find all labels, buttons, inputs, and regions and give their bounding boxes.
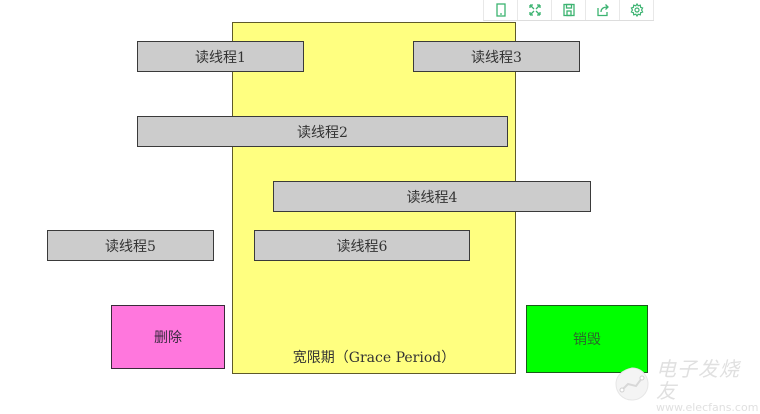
read-thread-1: 读线程1 [137,41,304,72]
image-toolbar [483,0,654,21]
read-thread-5: 读线程5 [47,230,214,261]
read-thread-4: 读线程4 [273,181,591,212]
gear-icon [630,3,643,17]
grace-period-label: 宽限期（Grace Period） [292,350,456,366]
watermark-brand: 电子发烧友 [656,357,740,403]
destroy-box: 销毁 [526,305,648,373]
share-icon [596,4,609,17]
settings-button[interactable] [620,0,654,20]
read-thread-3: 读线程3 [413,41,580,72]
read-thread-2: 读线程2 [137,116,508,147]
share-button[interactable] [586,0,620,20]
read-thread-6: 读线程6 [254,230,470,261]
save-icon [562,3,575,17]
save-button[interactable] [552,0,586,20]
fullscreen-icon [528,4,541,16]
delete-box: 删除 [111,305,225,369]
watermark-url: www.elecfans.com [656,401,759,414]
fullscreen-button[interactable] [518,0,552,20]
watermark: 电子发烧友 www.elecfans.com [612,358,760,414]
tablet-icon [495,3,506,17]
elecfans-logo-icon [612,364,652,408]
tablet-view-button[interactable] [484,0,518,20]
